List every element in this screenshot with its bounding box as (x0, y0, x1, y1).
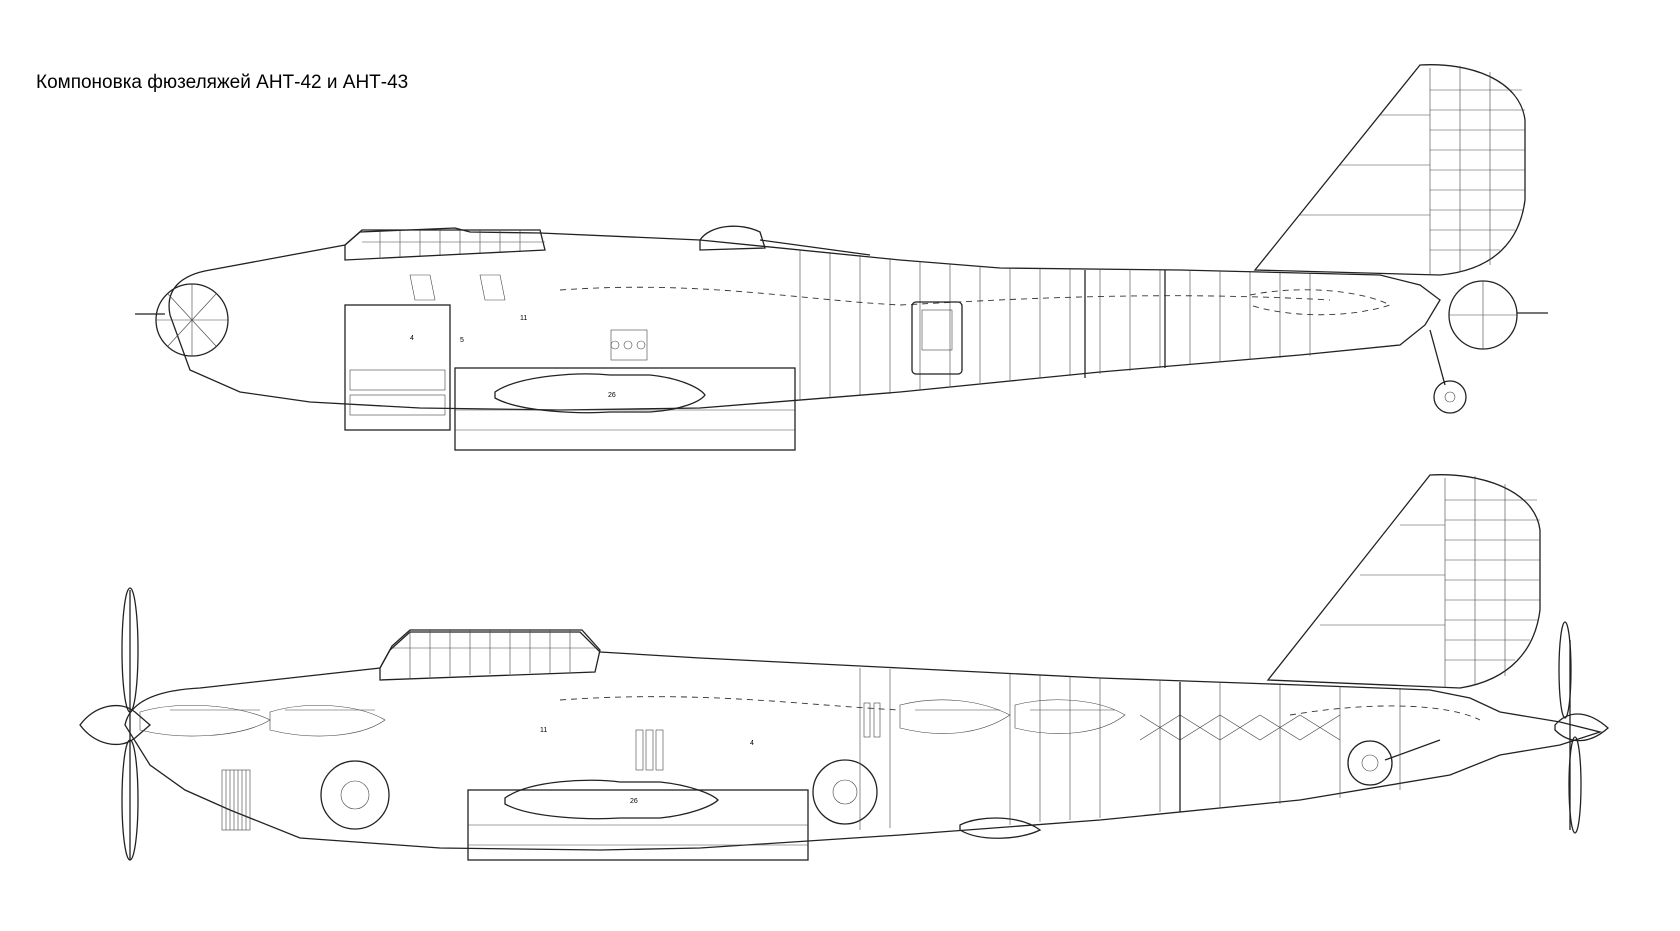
top-callout-11: 11 (520, 315, 527, 322)
top-dorsal-turret (699, 225, 766, 251)
bottom-tail-fin (1266, 474, 1541, 689)
top-bomb-bay (454, 367, 796, 451)
top-entry-door (911, 301, 963, 375)
top-fuselage-outline (168, 227, 1441, 411)
bottom-tail-wheel (1347, 740, 1393, 786)
top-rudder-grid (1300, 66, 1525, 275)
top-bomb (494, 373, 706, 414)
bottom-fuselage-frames (859, 668, 1401, 830)
top-bomb-label: 26 (608, 392, 616, 399)
bottom-aircraft: 26 11 4 (79, 474, 1609, 861)
bottom-callout-4: 4 (750, 740, 754, 747)
bottom-rear-propeller (1554, 621, 1609, 834)
bottom-cockpit-canopy (379, 629, 601, 681)
top-cockpit-canopy (344, 229, 546, 261)
top-fuselage-frames (799, 250, 1311, 400)
bottom-front-propeller (79, 587, 151, 861)
bottom-callout-11: 11 (540, 727, 547, 734)
bottom-fuselage-outline (124, 631, 1603, 851)
bottom-radiator (221, 769, 251, 831)
bottom-main-wheel-front (320, 760, 390, 830)
bottom-rudder-grid (1320, 476, 1540, 688)
top-callout-5: 5 (460, 337, 464, 344)
page-title: Компоновка фюзеляжей АНТ-42 и АНТ-43 (36, 72, 409, 93)
bottom-main-wheel-mid (812, 759, 878, 825)
bottom-bomb (504, 779, 719, 820)
bottom-truss (1139, 714, 1341, 741)
top-callout-4: 4 (410, 335, 414, 342)
top-tail-fin (1253, 64, 1526, 276)
bottom-engines (139, 699, 1126, 737)
bottom-bomb-label: 26 (630, 798, 638, 805)
top-tail-wheel (1433, 380, 1467, 414)
top-aircraft: 26 4 5 11 (135, 64, 1548, 451)
